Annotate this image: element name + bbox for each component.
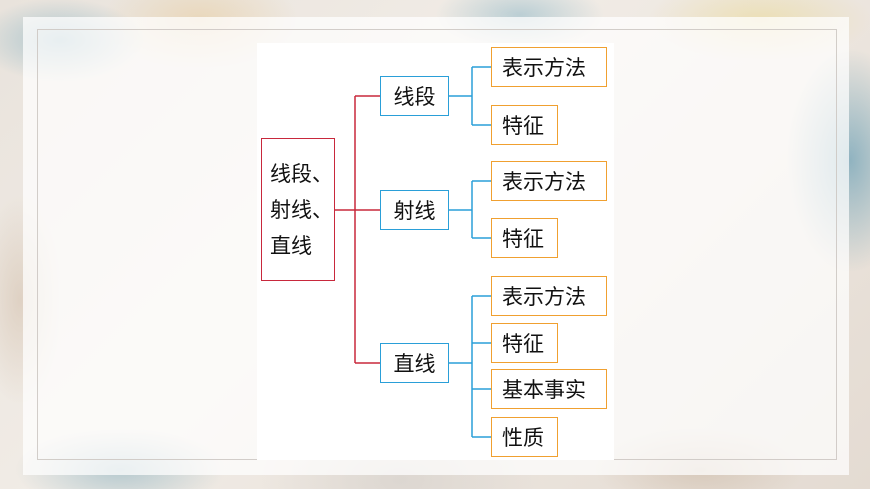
branch-label: 直线 <box>393 352 436 376</box>
root-line-1: 线段、 <box>270 161 333 186</box>
leaf-label: 基本事实 <box>502 378 586 402</box>
root-line-2: 射线、 <box>270 197 333 222</box>
leaf-label: 特征 <box>502 227 544 251</box>
branch-label: 线段 <box>393 85 436 109</box>
branch-label: 射线 <box>393 199 436 223</box>
root-line-3: 直线 <box>270 233 312 258</box>
leaf-node: 表示方法 <box>491 276 607 316</box>
root-connectors <box>335 95 380 364</box>
leaf-node: 特征 <box>491 323 558 363</box>
leaf-node: 特征 <box>491 218 558 258</box>
root-node: 线段、 射线、 直线 <box>261 138 335 281</box>
leaf-label: 表示方法 <box>502 285 586 309</box>
leaf-node: 特征 <box>491 105 558 145</box>
leaf-label: 特征 <box>502 332 544 356</box>
leaf-label: 表示方法 <box>502 56 586 80</box>
leaf-node: 表示方法 <box>491 161 607 201</box>
leaf-node: 表示方法 <box>491 47 607 87</box>
branch-node-line: 直线 <box>380 343 449 383</box>
leaf-label: 性质 <box>502 426 544 450</box>
branch-node-ray: 射线 <box>380 190 449 230</box>
branch-node-segment: 线段 <box>380 76 449 116</box>
leaf-node: 性质 <box>491 417 558 457</box>
leaf-node: 基本事实 <box>491 369 607 409</box>
branch-connectors <box>449 66 491 438</box>
leaf-label: 表示方法 <box>502 170 586 194</box>
leaf-label: 特征 <box>502 114 544 138</box>
